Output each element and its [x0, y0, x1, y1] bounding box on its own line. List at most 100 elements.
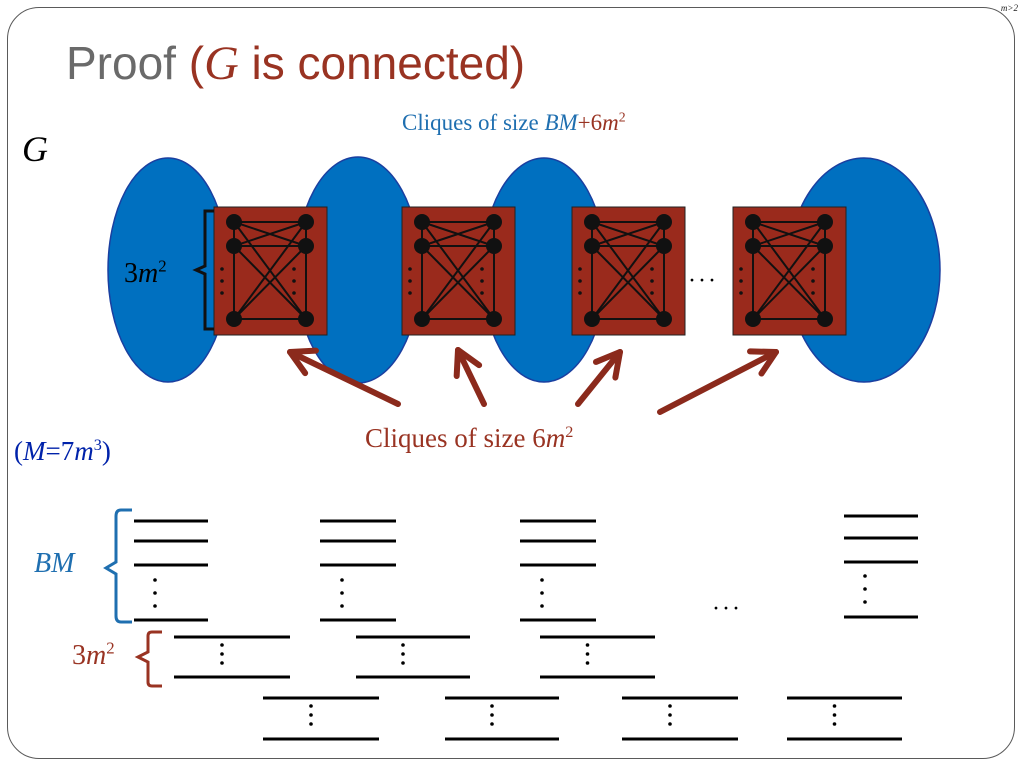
clique-dot [578, 279, 582, 283]
clique-edge [591, 221, 665, 247]
stack-dot [340, 591, 344, 595]
stack-dot [832, 713, 837, 717]
clique-edge [421, 221, 495, 320]
clique-node [745, 311, 761, 327]
clique-node [298, 214, 314, 230]
stack-dot [490, 713, 494, 717]
m-def-eq: =7 [45, 436, 75, 466]
graph-label: G [22, 129, 48, 169]
clique-node [298, 311, 314, 327]
stack-dot [540, 604, 544, 608]
clique-node [584, 214, 600, 230]
clique-node [486, 311, 502, 327]
mid-caption-num: 6 [532, 423, 546, 453]
stack-dot [585, 661, 590, 665]
mid-caption-exp: 2 [565, 423, 574, 441]
clique-dot [739, 267, 743, 271]
bm-label: BM [34, 548, 75, 579]
clique-node [745, 238, 761, 254]
stack-dot [309, 713, 313, 717]
stack-dot [668, 713, 672, 717]
clique-node [298, 238, 314, 254]
stack-dot [585, 652, 590, 656]
m-def-close: ) [101, 436, 111, 466]
stack-dot [668, 704, 672, 708]
brace-3m2 [134, 630, 162, 688]
clique-dot [578, 291, 582, 295]
clique-node [414, 214, 430, 230]
mid-caption: Cliques of size 6m2 [365, 423, 573, 454]
bottom-size-exp: 2 [106, 638, 115, 658]
arrow-head [287, 347, 319, 377]
clique-dot [292, 291, 296, 295]
m-def-m: m [74, 436, 94, 466]
clique-edge [233, 221, 307, 247]
stack-dot [153, 578, 157, 582]
clique-edge [752, 245, 826, 320]
stack-dot [585, 643, 590, 647]
title-proof: Proof [66, 37, 189, 89]
brace-bm [103, 508, 132, 624]
clique-dot [650, 279, 654, 283]
stack-dot [490, 722, 494, 726]
stack-dot [863, 587, 867, 591]
stack-dot [340, 604, 344, 608]
m-definition: (M=7m3) [14, 436, 111, 467]
clique-node [414, 311, 430, 327]
clique-size-label: 3m2 [124, 258, 167, 290]
arrow-shaft [575, 349, 623, 407]
clique-node [817, 311, 833, 327]
clique-edge [591, 245, 665, 320]
stack-dot [540, 578, 544, 582]
slide-frame [7, 7, 1015, 759]
clique-dot [220, 279, 224, 283]
stack-dot [401, 652, 405, 656]
clique-dot [292, 279, 296, 283]
top-caption: Cliques of size BM+6m2 [402, 110, 626, 136]
stack-dot [220, 661, 224, 665]
stack-dot [863, 600, 867, 604]
clique-dot [811, 291, 815, 295]
corner-note: m>2 [1000, 3, 1018, 13]
clique-dot [650, 291, 654, 295]
bottom-size-label: 3m2 [72, 640, 115, 672]
arrow-shaft [455, 347, 487, 407]
clique-size-exp: 2 [158, 256, 167, 276]
clique-size-num: 3 [124, 258, 138, 289]
brace-left-graph [192, 209, 214, 331]
stack-dot [309, 722, 313, 726]
clique-dot [408, 279, 412, 283]
stack-dot [220, 652, 224, 656]
clique-dot [220, 267, 224, 271]
stack-dot [832, 722, 837, 726]
clique-dot [220, 291, 224, 295]
top-caption-text: Cliques of size [402, 110, 545, 135]
clique-edge [421, 221, 495, 247]
clique-size-m: m [138, 258, 159, 289]
clique-dot [480, 279, 484, 283]
clique-dot [292, 267, 296, 271]
arrow-shaft [657, 349, 779, 415]
ellipsis-bottom: ··· [712, 596, 742, 622]
stack-dot [153, 591, 157, 595]
clique-node [584, 311, 600, 327]
clique-dot [811, 279, 815, 283]
arrow-head [747, 348, 779, 377]
stack-dot [153, 604, 157, 608]
top-caption-plus: +6 [577, 110, 603, 135]
bottom-size-m: m [86, 640, 107, 671]
clique-node [486, 238, 502, 254]
clique-node [584, 238, 600, 254]
arrow-head [592, 349, 623, 381]
clique-node [414, 238, 430, 254]
stack-dot [401, 643, 405, 647]
arrow-shaft [287, 349, 401, 407]
clique-dot [739, 279, 743, 283]
clique-edge [233, 221, 307, 320]
arrow-group [287, 347, 779, 415]
mid-caption-m: m [545, 423, 566, 453]
clique-node [817, 238, 833, 254]
clique-edge [233, 245, 307, 320]
clique-node [817, 214, 833, 230]
stack-dot [401, 661, 405, 665]
